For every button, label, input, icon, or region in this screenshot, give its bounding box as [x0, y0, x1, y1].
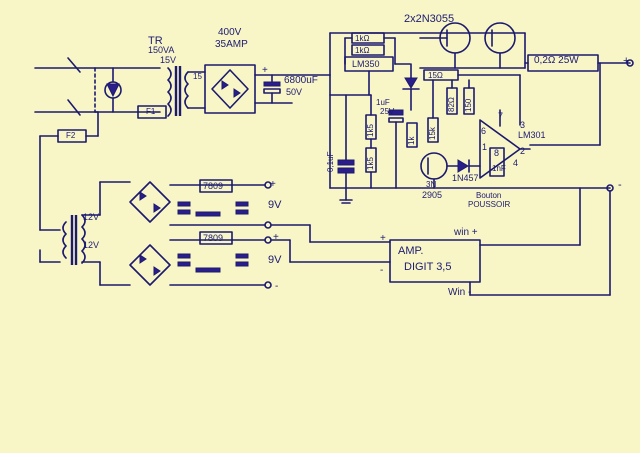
aux-minus-a: - — [275, 220, 279, 231]
filter-cap-value: 6800uF — [284, 75, 318, 86]
capacitor-0-1uf — [329, 94, 372, 204]
aux-transformer — [62, 181, 131, 286]
fuse-f1 — [137, 105, 167, 119]
opamp-pin-1: 1 — [482, 142, 488, 152]
meter-win-plus: win + — [454, 227, 478, 238]
shunt-label: 0,2Ω 25W — [534, 55, 579, 66]
cap-1nf-label: 1nF — [492, 164, 506, 173]
transformer-rating: 150VA — [148, 45, 175, 55]
transformer-secondary: 15V — [160, 55, 177, 65]
resistor-15-ohm: 15Ω — [428, 71, 443, 80]
aux-bridge-2 — [129, 244, 171, 286]
filter-capacitor — [263, 74, 281, 104]
opamp-pin-6: 6 — [481, 126, 487, 136]
resistor-network — [365, 69, 521, 189]
opamp-lm301 — [479, 74, 531, 179]
button-label-2: POUSSOIR — [468, 200, 511, 209]
aux-minus-b: - — [275, 281, 279, 292]
regulator-7809-a: 7809 — [203, 181, 224, 191]
diode-1n457 — [446, 159, 481, 173]
capacitor-1uf — [388, 109, 404, 189]
amp-meter — [389, 187, 611, 296]
transformer-sec-mark: 15 — [193, 72, 202, 81]
resistor-15k: 15k — [428, 127, 437, 140]
resistor-1k5-a: 1k5 — [366, 124, 375, 137]
opamp-pin-7: 7 — [498, 111, 504, 121]
opamp-pin-3: 3 — [520, 120, 526, 130]
meter-line-1: AMP. — [398, 245, 424, 257]
aux-output-9v-a: 9V — [268, 199, 282, 211]
regulator-7809-b: 7809 — [203, 233, 224, 243]
output-minus: - — [618, 179, 622, 191]
resistor-1k-a: 1kΩ — [355, 34, 370, 43]
resistor-1k-b: 1kΩ — [355, 46, 370, 55]
button-label-1: Bouton — [476, 191, 502, 200]
mains-input — [34, 57, 161, 116]
output-transistors — [419, 22, 526, 69]
aux-rails — [169, 179, 391, 289]
resistor-150: 150 — [464, 98, 473, 112]
main-bridge — [204, 64, 331, 114]
driver-transistor-label: 2905 — [422, 190, 443, 200]
aux-tap-1: 12V — [83, 212, 100, 222]
opamp-pin-4: 4 — [513, 158, 519, 168]
aux-bridge-1 — [129, 181, 171, 223]
diode-label: 1N457 — [452, 173, 479, 183]
fuse-f2 — [39, 111, 99, 263]
fuse-f2-label: F2 — [66, 131, 76, 140]
aux-tap-2: 12V — [83, 240, 100, 250]
resistor-1k: 1k — [407, 136, 416, 145]
cap-plus: + — [262, 65, 268, 76]
resistor-1k5-b: 1k5 — [366, 157, 375, 170]
rectifier-voltage: 400V — [218, 27, 242, 38]
main-transformer — [167, 66, 206, 117]
mains-lamp — [104, 67, 122, 113]
aux-plus-a: + — [270, 179, 276, 190]
opamp-pin-8: 8 — [494, 148, 500, 158]
driver-mark: 3N — [426, 180, 437, 189]
output-transistor-label: 2x2N3055 — [404, 13, 455, 25]
cap-1uf-voltage: 25V — [380, 107, 395, 116]
rectifier-current: 35AMP — [215, 39, 248, 50]
fuse-f1-label: F1 — [146, 107, 156, 116]
output-plus: + — [623, 55, 630, 67]
aux-output-9v-b: 9V — [268, 254, 282, 266]
lm350-block — [344, 32, 396, 96]
opamp-pin-2: 2 — [520, 146, 526, 156]
resistor-82-ohm: 82Ω — [447, 97, 456, 112]
aux-plus-b: + — [273, 232, 279, 243]
meter-minus: - — [380, 265, 384, 276]
cap-01uf-label: 0,1uF — [326, 151, 335, 172]
opamp-label: LM301 — [518, 130, 546, 140]
meter-win-minus: Win - — [448, 287, 472, 298]
shunt-resistor — [524, 54, 634, 72]
led-chain — [394, 63, 420, 111]
filter-cap-voltage: 50V — [286, 87, 303, 97]
meter-plus: + — [380, 233, 386, 244]
cap-1uf-label: 1uF — [376, 98, 390, 107]
regulator-label: LM350 — [352, 59, 380, 69]
meter-line-2: DIGIT 3,5 — [404, 261, 452, 273]
transformer-name: TR — [148, 35, 163, 47]
